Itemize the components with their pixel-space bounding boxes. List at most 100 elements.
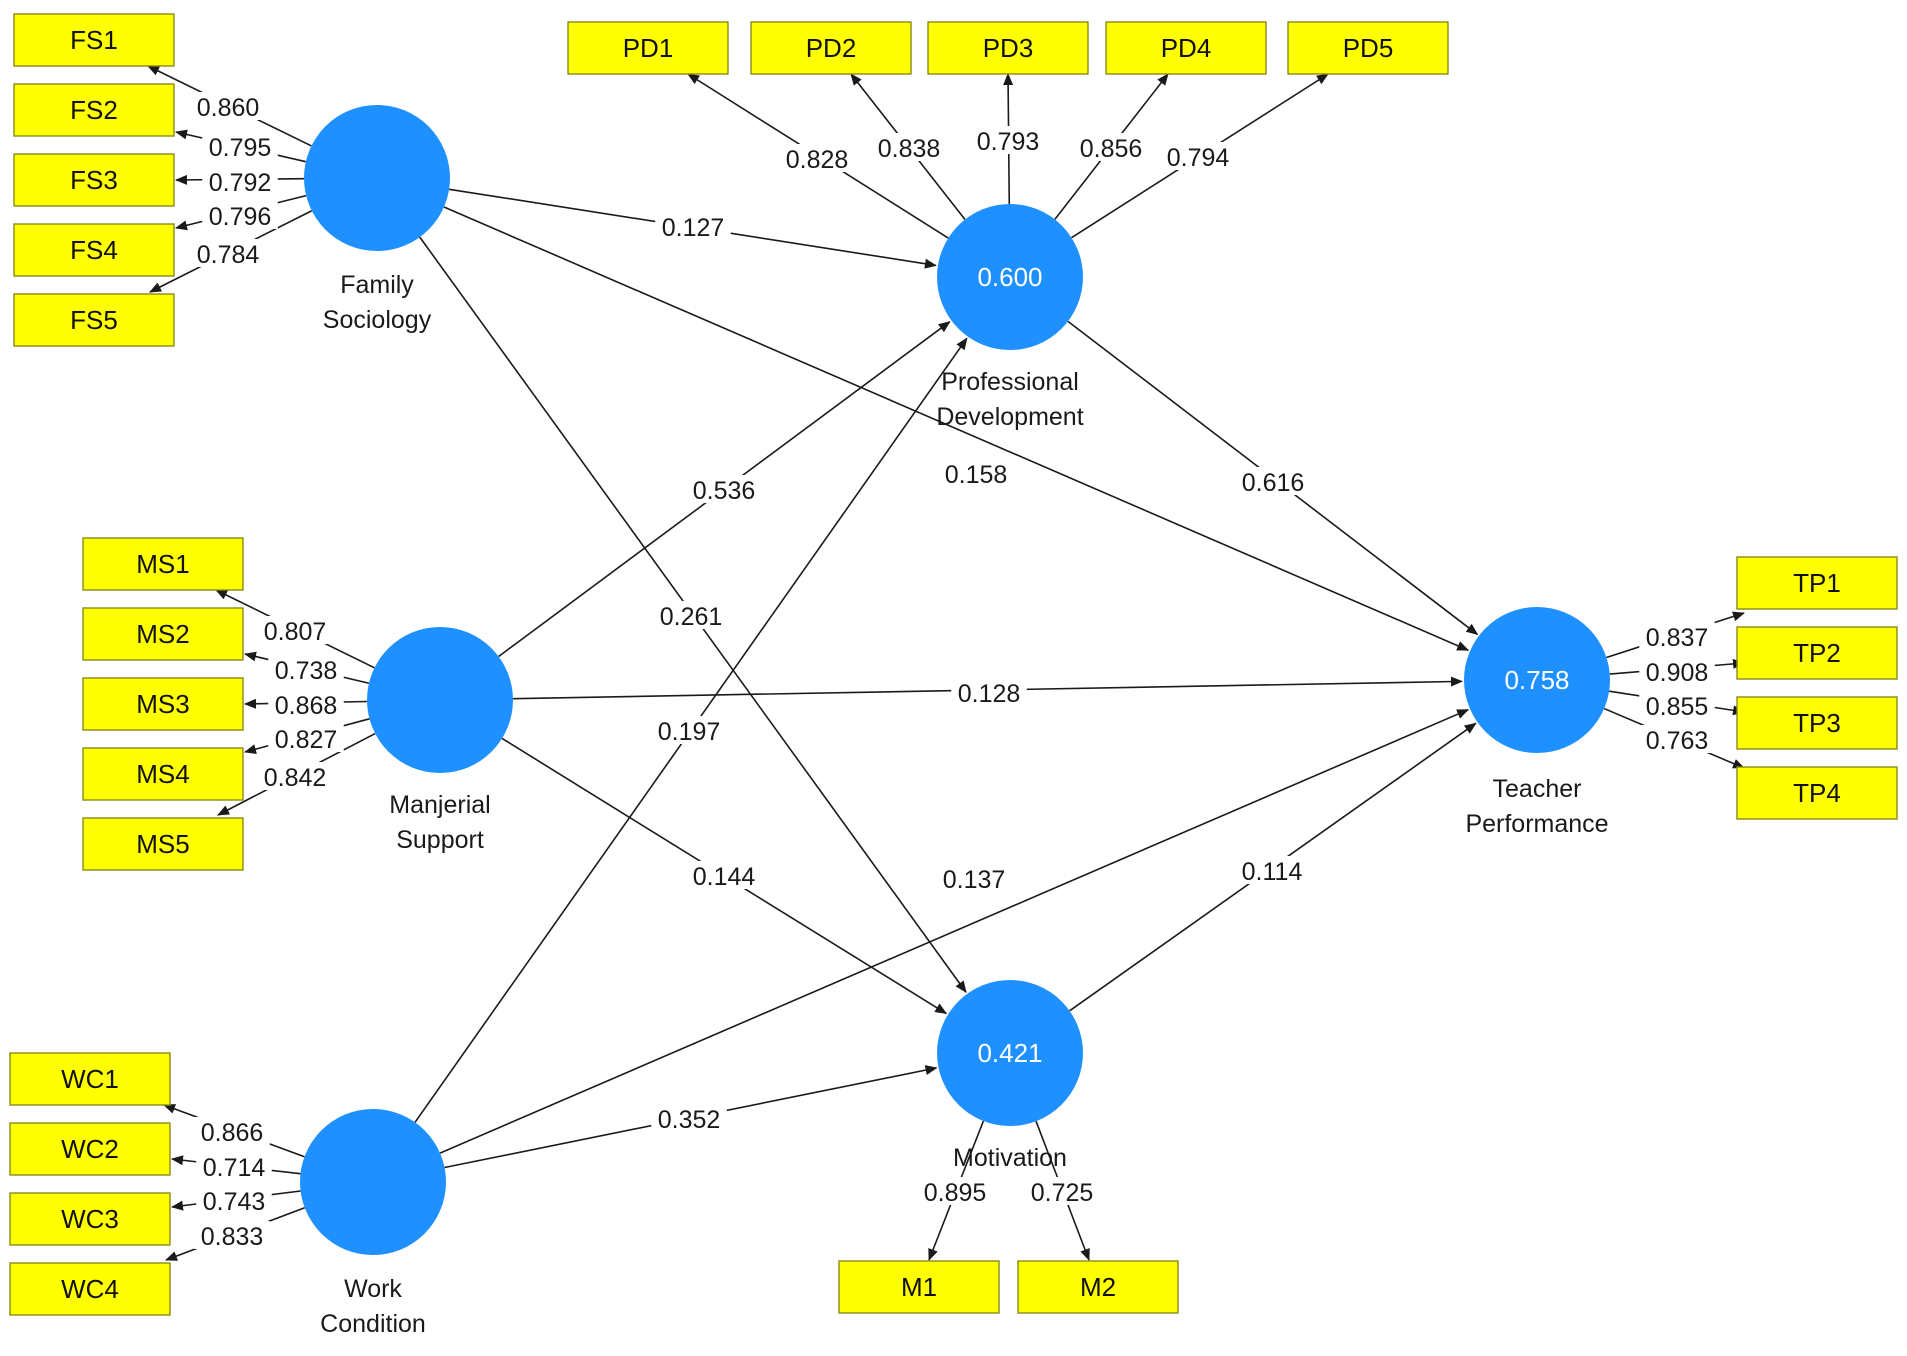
indicator-pd2: PD2 — [750, 21, 912, 75]
indicator-ms3: MS3 — [82, 677, 244, 731]
svg-text:0.908: 0.908 — [1646, 659, 1709, 687]
indicator-label: FS2 — [70, 95, 118, 125]
loading-m2: 0.725 — [1024, 1177, 1100, 1207]
indicator-label: FS4 — [70, 235, 118, 265]
loading-tp4: 0.763 — [1639, 725, 1715, 755]
loading-pd2: 0.838 — [871, 133, 947, 163]
indicator-label: PD1 — [623, 33, 674, 63]
loading-wc1: 0.866 — [194, 1117, 270, 1147]
indicator-m1: M1 — [838, 1260, 1000, 1314]
indicator-fs2: FS2 — [13, 83, 175, 137]
svg-text:0.838: 0.838 — [878, 135, 941, 163]
svg-text:0.796: 0.796 — [209, 203, 272, 231]
indicator-m2: M2 — [1017, 1260, 1179, 1314]
path-coef-ms-tp: 0.128 — [951, 678, 1027, 708]
svg-text:0.807: 0.807 — [264, 618, 327, 646]
construct-name: Performance — [1465, 810, 1608, 838]
svg-text:0.127: 0.127 — [662, 214, 725, 242]
path-coef-ms-mot: 0.144 — [686, 861, 762, 891]
loading-ms1: 0.807 — [257, 616, 333, 646]
indicator-tp2: TP2 — [1736, 626, 1898, 680]
indicator-label: PD4 — [1161, 33, 1212, 63]
indicator-label: MS2 — [136, 619, 189, 649]
svg-text:0.725: 0.725 — [1031, 1179, 1094, 1207]
svg-text:0.763: 0.763 — [1646, 727, 1709, 755]
svg-text:0.842: 0.842 — [264, 764, 327, 792]
indicator-wc1: WC1 — [9, 1052, 171, 1106]
svg-text:0.743: 0.743 — [203, 1188, 266, 1216]
svg-text:0.827: 0.827 — [275, 726, 338, 754]
indicator-label: TP1 — [1793, 568, 1841, 598]
indicator-label: FS1 — [70, 25, 118, 55]
path-coef-wc-tp: 0.137 — [936, 864, 1012, 894]
svg-text:0.536: 0.536 — [693, 477, 756, 505]
svg-text:0.158: 0.158 — [945, 461, 1008, 489]
indicator-label: MS3 — [136, 689, 189, 719]
indicator-ms4: MS4 — [82, 747, 244, 801]
path-coef-ms-pd: 0.536 — [686, 475, 762, 505]
indicator-label: TP2 — [1793, 638, 1841, 668]
loading-pd4: 0.856 — [1073, 133, 1149, 163]
svg-text:0.616: 0.616 — [1242, 469, 1305, 497]
indicator-tp1: TP1 — [1736, 556, 1898, 610]
loading-wc4: 0.833 — [194, 1221, 270, 1251]
path-coef-fs-tp: 0.158 — [938, 459, 1014, 489]
indicator-label: PD2 — [806, 33, 857, 63]
construct-tp: 0.758 — [1464, 607, 1610, 753]
indicator-pd5: PD5 — [1287, 21, 1449, 75]
construct-name: Condition — [320, 1310, 426, 1338]
svg-text:0.714: 0.714 — [203, 1154, 266, 1182]
indicator-fs4: FS4 — [13, 223, 175, 277]
indicator-label: TP4 — [1793, 778, 1841, 808]
indicator-label: WC4 — [61, 1274, 119, 1304]
svg-text:0.261: 0.261 — [660, 603, 723, 631]
construct-name: Manjerial — [389, 791, 490, 819]
indicator-pd1: PD1 — [567, 21, 729, 75]
svg-text:0.828: 0.828 — [786, 146, 849, 174]
svg-text:0.352: 0.352 — [658, 1106, 721, 1134]
loading-pd3: 0.793 — [970, 126, 1046, 156]
path-coef-mot-tp: 0.114 — [1234, 856, 1310, 886]
svg-text:0.860: 0.860 — [197, 94, 260, 122]
indicator-pd4: PD4 — [1105, 21, 1267, 75]
loading-ms3: 0.868 — [268, 690, 344, 720]
loading-ms5: 0.842 — [257, 762, 333, 792]
loading-ms4: 0.827 — [268, 724, 344, 754]
loading-fs5: 0.784 — [190, 239, 266, 269]
path-coef-wc-pd: 0.197 — [651, 716, 727, 746]
indicator-label: MS4 — [136, 759, 189, 789]
svg-text:0.868: 0.868 — [275, 692, 338, 720]
construct-name: Professional — [941, 368, 1079, 396]
svg-text:0.144: 0.144 — [693, 863, 756, 891]
construct-mot: 0.421 — [937, 980, 1083, 1126]
r-squared: 0.600 — [977, 262, 1042, 292]
construct-name: Motivation — [953, 1144, 1067, 1172]
construct-name: Work — [344, 1275, 402, 1303]
indicator-label: TP3 — [1793, 708, 1841, 738]
indicator-label: WC1 — [61, 1064, 119, 1094]
indicator-ms1: MS1 — [82, 537, 244, 591]
indicator-label: FS5 — [70, 305, 118, 335]
construct-ms — [367, 627, 513, 773]
indicator-wc2: WC2 — [9, 1122, 171, 1176]
loading-pd1: 0.828 — [779, 144, 855, 174]
indicator-fs3: FS3 — [13, 153, 175, 207]
construct-fs — [304, 105, 450, 251]
path-coef-fs-pd: 0.127 — [655, 212, 731, 242]
indicator-label: FS3 — [70, 165, 118, 195]
indicator-label: PD3 — [983, 33, 1034, 63]
loading-m1: 0.895 — [917, 1177, 993, 1207]
svg-text:0.137: 0.137 — [943, 866, 1006, 894]
construct-name: Family — [340, 271, 414, 299]
loading-ms2: 0.738 — [268, 655, 344, 685]
svg-text:0.784: 0.784 — [197, 241, 260, 269]
indicator-fs5: FS5 — [13, 293, 175, 347]
loading-fs3: 0.792 — [202, 167, 278, 197]
svg-text:0.795: 0.795 — [209, 134, 272, 162]
construct-name: Sociology — [323, 306, 432, 334]
path-wc-to-tp — [439, 708, 1470, 1154]
indicator-pd3: PD3 — [927, 21, 1089, 75]
svg-text:0.837: 0.837 — [1646, 624, 1709, 652]
svg-text:0.794: 0.794 — [1167, 144, 1230, 172]
